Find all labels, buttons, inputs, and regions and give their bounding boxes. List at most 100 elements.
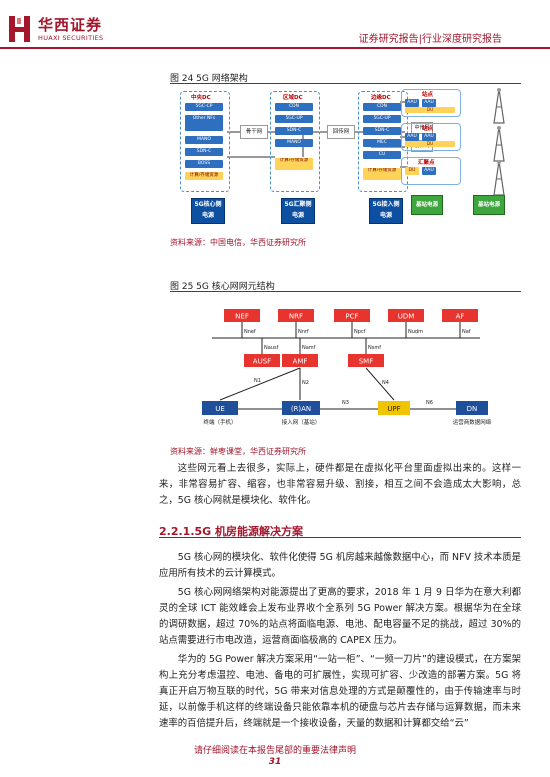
figure-24-title: 图 24 5G 网络架构 — [170, 74, 248, 84]
dc-module: 计算/存储资源 — [363, 168, 401, 180]
backbone-label: 骨干网 — [240, 125, 268, 139]
nf-label: SMF — [359, 358, 374, 366]
section-heading: 2.2.1.5G 机房能源解决方案 — [159, 525, 304, 538]
dc-module: 5GC-UP — [275, 115, 313, 123]
antenna-tower-icon — [493, 160, 505, 196]
antenna-tower-icon — [493, 88, 505, 124]
dc-module: MANO — [185, 136, 223, 144]
site-box-2: 站点 AAU AAU DU — [401, 123, 461, 151]
figure-25-rule — [170, 291, 521, 292]
iface-label: Naf — [462, 329, 471, 335]
du-module: DU — [405, 167, 419, 175]
iface-label: Namf — [302, 345, 316, 351]
region-dc-box: 区域DC CDN 5GC-UP SDN-C MANO 计算/存储资源 — [270, 91, 320, 192]
dc-module: CDN — [275, 103, 313, 111]
aau-module: AAU — [422, 167, 436, 175]
node-label: UPF — [387, 405, 400, 413]
nf-label: UDM — [398, 313, 415, 321]
central-dc-box: 中央DC 5GC-CP Other NFs MANO SDN-C BOSS 计算… — [180, 91, 230, 192]
central-dc-title: 中央DC — [191, 95, 211, 101]
edge-power-box: 5G接入侧电源 — [369, 198, 403, 224]
dc-module: MEC — [363, 139, 401, 147]
edge-dc-title: 边缘DC — [371, 95, 391, 101]
nf-label: AMF — [293, 358, 308, 366]
node-caption: 接入网（基站） — [282, 418, 321, 426]
region-power-box: 5G汇聚侧电源 — [281, 198, 315, 224]
site-title: 站点 — [422, 126, 434, 132]
page-number: 31 — [268, 757, 282, 767]
company-logo: 华西证券 HUAXI SECURITIES — [8, 12, 128, 48]
du-module: DU — [405, 107, 455, 113]
dc-module: 计算/存储资源 — [275, 158, 313, 170]
figure-24-rule — [170, 83, 521, 84]
base-power-box: 基站电源 — [473, 195, 505, 215]
dc-module: CDN — [363, 103, 401, 111]
dc-module: 计算/存储资源 — [185, 172, 223, 180]
body-paragraphs: 5G 核心网的模块化、软件化使得 5G 机房越来越像数据中心，而 NFV 技术本… — [159, 550, 521, 735]
link-label: N4 — [382, 380, 389, 386]
body-paragraph-1: 这些网元看上去很多，实际上，硬件都是在虚拟化平台里面虚拟出来的。这样一来，非常容… — [159, 461, 521, 512]
logo-text-en: HUAXI SECURITIES — [38, 34, 104, 42]
paragraph-text: 5G 核心网网络架构对能源提出了更高的要求，2018 年 1 月 9 日华为在意… — [159, 587, 521, 646]
aau-module: AAU — [405, 133, 419, 141]
figure-25-title: 图 25 5G 核心网网元结构 — [170, 282, 275, 292]
link-label: N3 — [342, 400, 349, 406]
huaxi-logo-icon — [9, 16, 30, 42]
nf-label: NEF — [235, 313, 249, 321]
aggregation-box: 汇聚点 DU AAU — [401, 157, 461, 185]
core-network-diagram: NEF NRF PCF UDM AF Nnef Nnrf Npcf Nudm N… — [202, 309, 492, 426]
logo-text-cn: 华西证券 — [38, 16, 103, 34]
site-box-1: 站点 AAU AAU DU — [401, 89, 461, 117]
node-label: (R)AN — [291, 405, 311, 413]
iface-label: Npcf — [354, 329, 366, 335]
nf-label: AUSF — [253, 358, 271, 366]
iface-label: Nnrf — [298, 329, 309, 335]
node-caption: 终端（手机） — [203, 418, 236, 426]
top-nf-row — [224, 309, 478, 322]
paragraph-text: 这些网元看上去很多，实际上，硬件都是在虚拟化平台里面虚拟出来的。这样一来，非常容… — [159, 463, 521, 506]
node-label: UE — [215, 405, 225, 413]
dc-module: BOSS — [185, 160, 223, 168]
nf-label: AF — [456, 313, 465, 321]
edge-dc-box: 边缘DC CDN 5GC-UP SDN-C MEC CU 计算/存储资源 — [358, 91, 408, 192]
figure-25-source: 资料来源：鲜枣课堂，华西证券研究所 — [170, 447, 306, 456]
core-power-box: 5G核心侧电源 — [191, 198, 225, 224]
paragraph-text: 5G 核心网的模块化、软件化使得 5G 机房越来越像数据中心，而 NFV 技术本… — [159, 552, 521, 579]
dc-module: SDN-C — [363, 127, 401, 135]
aau-module: AAU — [422, 133, 436, 141]
nf-label: NRF — [289, 313, 303, 321]
base-power-box: 基站电源 — [411, 195, 443, 215]
nf-label: PCF — [345, 313, 358, 321]
paragraph-text: 华为的 5G Power 解决方案采用“一站一柜”、“一频一刀片”的建设模式，在… — [159, 654, 521, 729]
iface-label: Nsmf — [368, 345, 381, 351]
aau-module: AAU — [405, 99, 419, 107]
iface-label: Nausf — [264, 345, 279, 351]
iface-label: Nudm — [408, 329, 423, 335]
figure-24-diagram: 中央DC 5GC-CP Other NFs MANO SDN-C BOSS 计算… — [175, 87, 521, 233]
dc-module: SDN-C — [275, 127, 313, 135]
dc-module: MANO — [275, 139, 313, 147]
figure-24-source: 资料来源：中国电信，华西证券研究所 — [170, 238, 306, 247]
footer-legal-note: 请仔细阅读在本报告尾部的重要法律声明 — [193, 746, 356, 756]
link-label: N1 — [254, 378, 261, 384]
region-dc-title: 区域DC — [283, 95, 303, 101]
aggregation-title: 汇聚点 — [418, 160, 435, 166]
report-type: 证券研究报告|行业深度研究报告 — [358, 34, 502, 45]
dc-module: SDN-C — [185, 148, 223, 156]
dc-module: 5GC-CP — [185, 103, 223, 111]
link-label: N2 — [302, 380, 309, 386]
du-module: DU — [405, 141, 455, 147]
backhaul-label: 回传网 — [327, 125, 355, 139]
site-title: 站点 — [422, 92, 434, 98]
section-underline — [159, 537, 521, 538]
antenna-tower-icon — [493, 126, 505, 162]
node-caption: 运营商数据网络 — [453, 418, 492, 426]
node-label: DN — [467, 405, 478, 413]
aau-module: AAU — [422, 99, 436, 107]
dc-module: 5GC-UP — [363, 115, 401, 123]
iface-label: Nnef — [244, 329, 256, 335]
link-label: N6 — [426, 400, 433, 406]
dc-module: CU — [363, 151, 401, 159]
dc-module: Other NFs — [185, 115, 223, 131]
header-divider — [0, 47, 550, 49]
